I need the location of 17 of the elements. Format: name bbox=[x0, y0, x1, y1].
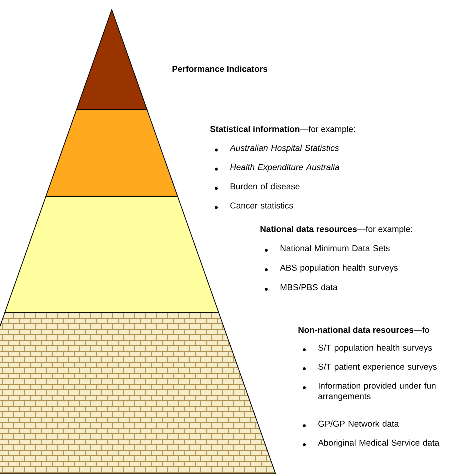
list-item: S/T patient experience surveys bbox=[318, 364, 437, 372]
list-item: National Minimum Data Sets bbox=[280, 245, 390, 252]
list-item: Australian Hospital Statistics bbox=[230, 144, 340, 153]
list-item: Burden of disease bbox=[230, 183, 300, 190]
list-item: Information provided under fun arrangements bbox=[318, 382, 436, 402]
list-item: S/T population health surveys bbox=[318, 344, 432, 353]
list-item: Aboriginal Medical Service data bbox=[318, 440, 440, 448]
heading: Performance Indicators bbox=[172, 66, 268, 72]
list-item: Cancer statistics bbox=[230, 202, 294, 209]
heading: Statistical information—for example: bbox=[210, 126, 356, 134]
list-item: MBS/PBS data bbox=[280, 284, 338, 290]
list-item: Health Expenditure Australia bbox=[230, 164, 340, 172]
heading: Non-national data resources—fo bbox=[298, 326, 430, 334]
pyramid-layer bbox=[0, 312, 276, 474]
list-item: GP/GP Network data bbox=[318, 420, 400, 427]
heading: National data resources—for example: bbox=[260, 226, 412, 234]
list-item: ABS population health surveys bbox=[280, 264, 398, 273]
